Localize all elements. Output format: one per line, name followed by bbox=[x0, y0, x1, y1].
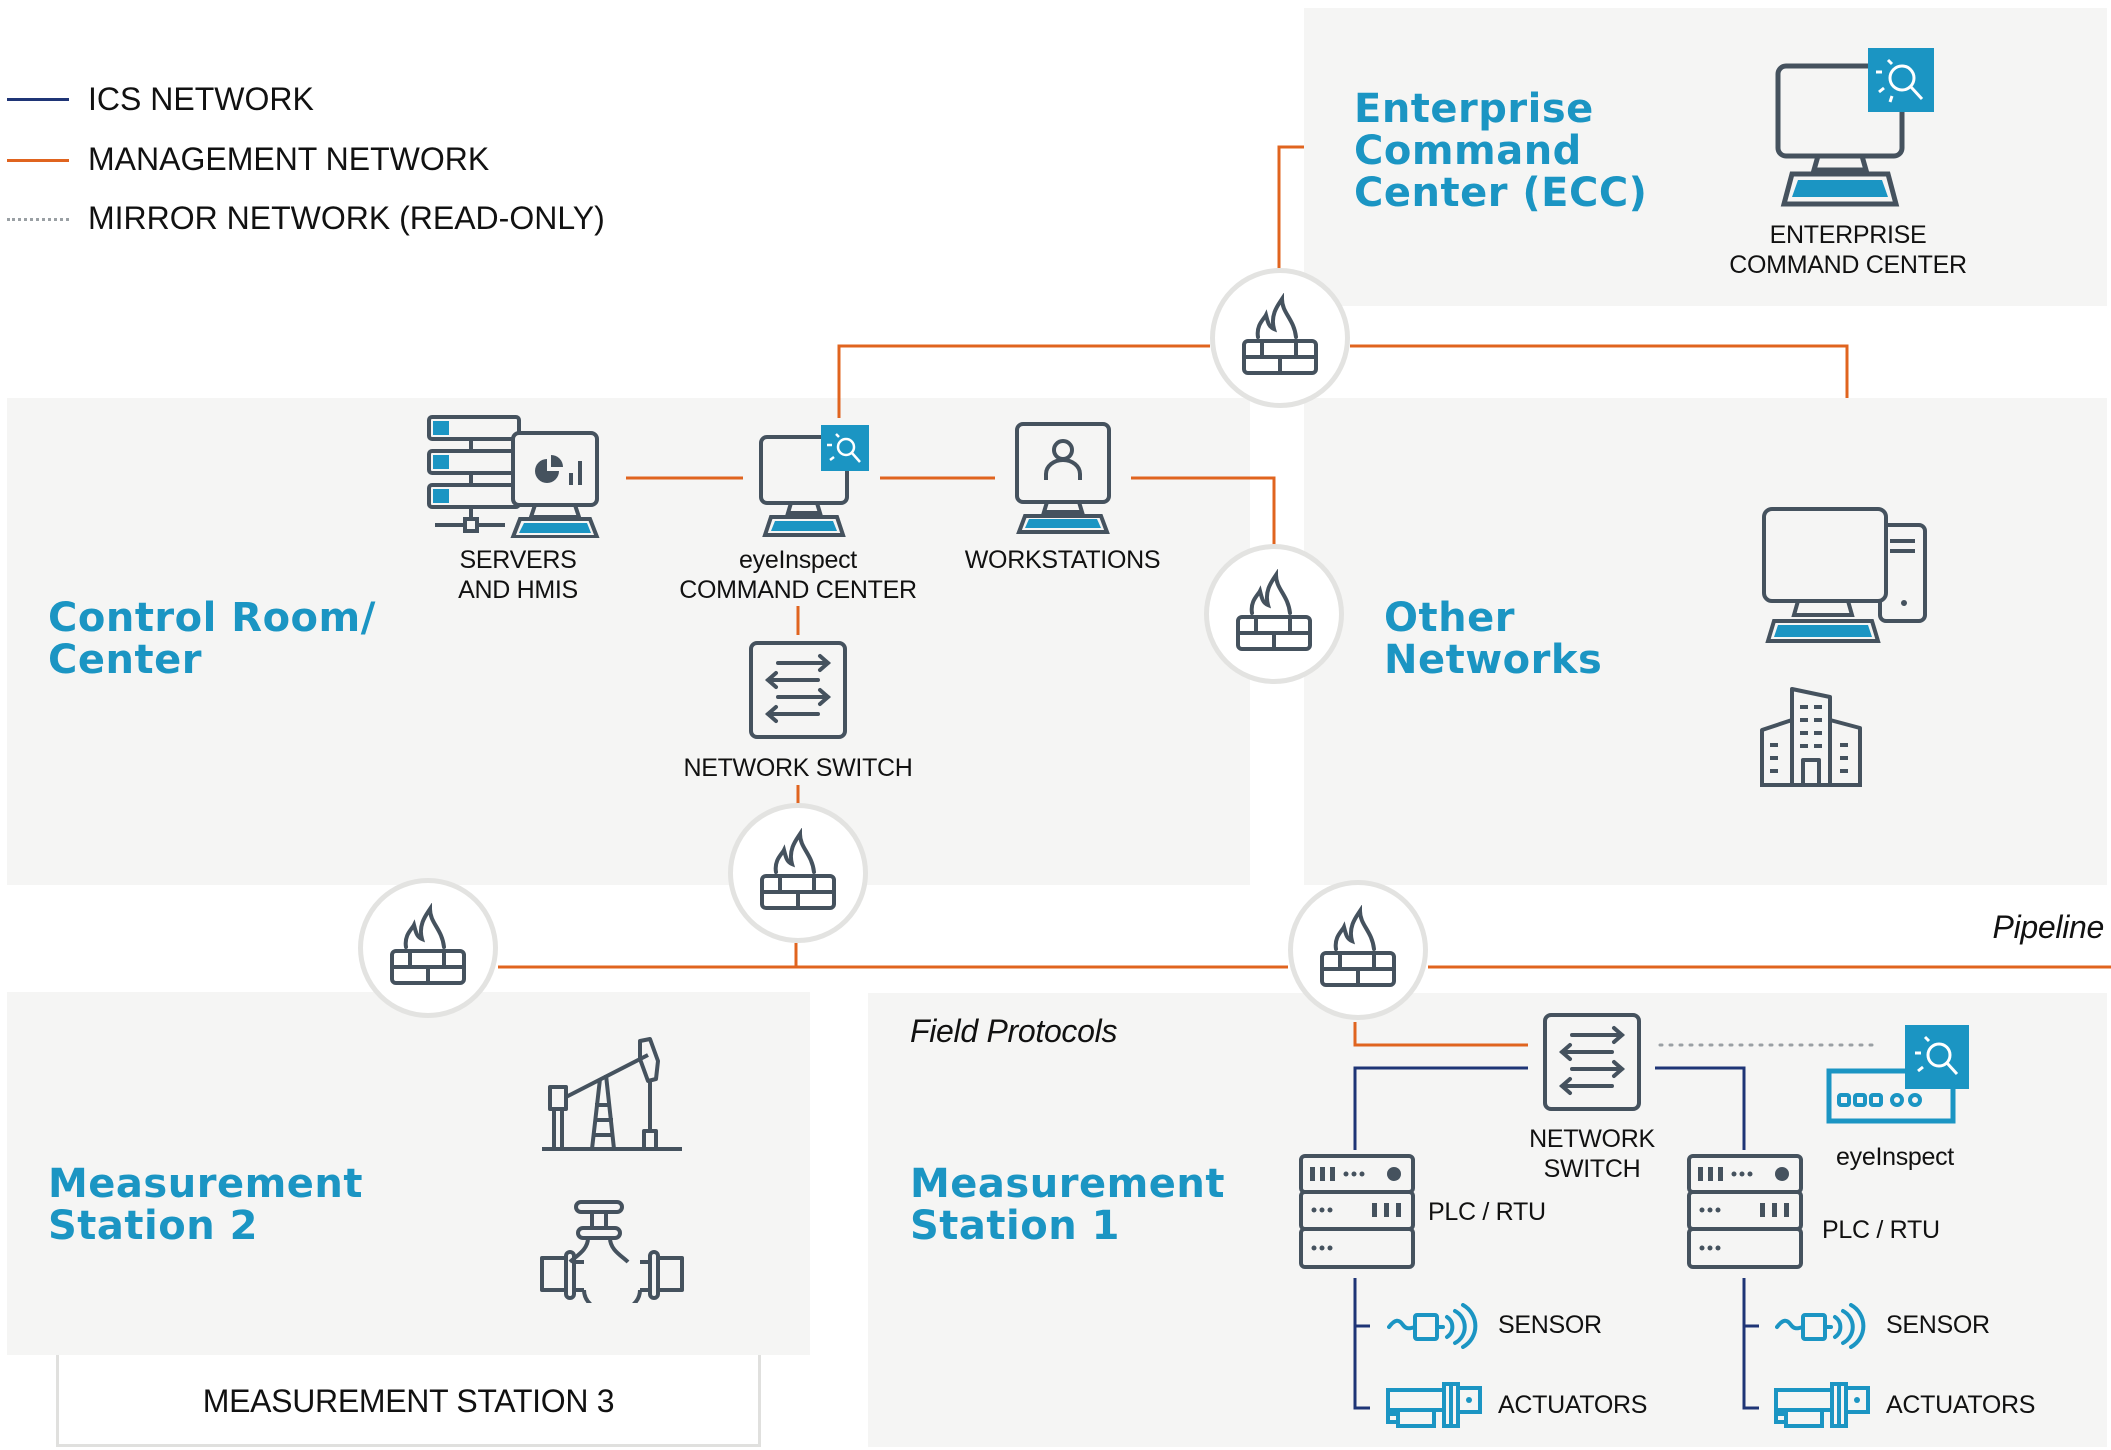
ecc-device-label: ENTERPRISE COMMAND CENTER bbox=[1698, 220, 1998, 280]
field-network-switch-label: NETWORK SWITCH bbox=[1492, 1124, 1692, 1184]
legend-ics-swatch bbox=[7, 98, 69, 101]
measurement-station-1-title: Measurement Station 1 bbox=[910, 1163, 1225, 1247]
actuators-right-label: ACTUATORS bbox=[1886, 1391, 2036, 1419]
network-switch-label: NETWORK SWITCH bbox=[648, 753, 948, 783]
ics-link-plc-left-devices bbox=[1353, 1278, 1370, 1410]
eyeinspect-command-center-icon[interactable] bbox=[755, 425, 875, 540]
plc-rtu-right-label: PLC / RTU bbox=[1822, 1216, 1940, 1244]
ecc-title: Enterprise Command Center (ECC) bbox=[1354, 88, 1647, 214]
ics-link-switch-plc-right bbox=[1655, 1066, 1746, 1150]
workstations-icon[interactable] bbox=[1009, 420, 1124, 535]
firewall-icon bbox=[390, 903, 466, 985]
control-room-title-line1: Control Room/ bbox=[48, 595, 376, 641]
mgmt-link-top-right bbox=[1350, 344, 1849, 398]
mgmt-link-ecc bbox=[1277, 145, 1304, 268]
actuator-left-icon[interactable] bbox=[1384, 1382, 1484, 1430]
legend-mirror-swatch bbox=[7, 218, 69, 221]
legend-management-label: MANAGEMENT NETWORK bbox=[88, 141, 490, 177]
mgmt-link-ws-fw bbox=[1131, 476, 1276, 545]
servers-hmi-label: SERVERS AND HMIS bbox=[418, 545, 618, 605]
plc-rtu-right-icon[interactable] bbox=[1686, 1153, 1806, 1273]
eyeinspect-sensor-label: eyeInspect bbox=[1836, 1143, 1954, 1171]
command-center-label-line2: COMMAND CENTER bbox=[679, 576, 917, 604]
legend-mirror-label: MIRROR NETWORK (READ-ONLY) bbox=[88, 200, 605, 236]
other-networks-title: Other Networks bbox=[1384, 597, 1602, 681]
sensor-right-icon[interactable] bbox=[1775, 1303, 1870, 1349]
ics-link-switch-plc-left bbox=[1353, 1066, 1528, 1150]
eyeinspect-command-center-label: eyeInspect COMMAND CENTER bbox=[668, 545, 928, 605]
enterprise-command-center-icon[interactable] bbox=[1770, 44, 1940, 212]
plc-rtu-left-icon[interactable] bbox=[1298, 1153, 1418, 1273]
ecc-title-line3: Center (ECC) bbox=[1354, 170, 1648, 216]
office-building-icon bbox=[1760, 687, 1862, 787]
firewall-ecc[interactable] bbox=[1210, 268, 1350, 408]
workstations-label-line1: WORKSTATIONS bbox=[964, 546, 1161, 574]
measurement-station-2-title: Measurement Station 2 bbox=[48, 1163, 363, 1247]
firewall-measurement-station-2[interactable] bbox=[358, 878, 498, 1018]
field-switch-label-line2: SWITCH bbox=[1543, 1155, 1641, 1183]
ecc-device-label-line2: COMMAND CENTER bbox=[1729, 251, 1967, 279]
servers-hmi-icon[interactable] bbox=[425, 413, 610, 538]
firewall-icon bbox=[1320, 905, 1396, 987]
ecc-device-label-line1: ENTERPRISE bbox=[1769, 221, 1927, 249]
ics-link-plc-right-devices bbox=[1742, 1278, 1759, 1410]
ecc-zone bbox=[1304, 8, 2107, 306]
sensor-left-label: SENSOR bbox=[1498, 1311, 1602, 1339]
field-network-switch-icon[interactable] bbox=[1542, 1012, 1642, 1112]
sensor-right-label: SENSOR bbox=[1886, 1311, 1990, 1339]
actuator-right-icon[interactable] bbox=[1772, 1382, 1872, 1430]
firewall-control-room[interactable] bbox=[728, 803, 868, 943]
control-room-title: Control Room/ Center bbox=[48, 597, 376, 681]
other-networks-title-line1: Other bbox=[1384, 595, 1515, 641]
mgmt-link-top-left bbox=[837, 344, 1210, 418]
legend-ics-label: ICS NETWORK bbox=[88, 81, 314, 117]
oil-pump-jack-icon bbox=[542, 1037, 682, 1151]
measurement-station-3-label: MEASUREMENT STATION 3 bbox=[202, 1383, 615, 1419]
legend-management-swatch bbox=[7, 159, 69, 162]
command-center-label-line1: eyeInspect bbox=[739, 546, 857, 574]
network-switch-label-line1: NETWORK SWITCH bbox=[683, 754, 913, 782]
firewall-measurement-station-1[interactable] bbox=[1288, 880, 1428, 1020]
firewall-icon bbox=[760, 828, 836, 910]
mgmt-link-fw-switch-ms1 bbox=[1353, 1022, 1528, 1047]
ms2-title-line2: Station 2 bbox=[48, 1203, 258, 1249]
pipeline-label: Pipeline bbox=[1992, 909, 2105, 945]
ms1-title-line1: Measurement bbox=[910, 1161, 1225, 1207]
ms2-title-line1: Measurement bbox=[48, 1161, 363, 1207]
firewall-other-networks[interactable] bbox=[1204, 544, 1344, 684]
firewall-icon bbox=[1236, 569, 1312, 651]
measurement-station-2-zone bbox=[7, 992, 810, 1355]
pipeline-valve-icon bbox=[540, 1200, 684, 1303]
servers-label-line2: AND HMIS bbox=[458, 576, 578, 604]
other-networks-zone bbox=[1304, 398, 2107, 885]
ms1-title-line2: Station 1 bbox=[910, 1203, 1120, 1249]
plc-rtu-left-label: PLC / RTU bbox=[1428, 1198, 1546, 1226]
network-switch-icon[interactable] bbox=[748, 640, 848, 740]
desktop-computer-icon bbox=[1762, 507, 1927, 643]
field-switch-label-line1: NETWORK bbox=[1529, 1125, 1655, 1153]
ecc-title-line1: Enterprise bbox=[1354, 86, 1594, 132]
eyeinspect-sensor-icon[interactable] bbox=[1825, 1025, 1973, 1125]
sensor-left-icon[interactable] bbox=[1387, 1303, 1482, 1349]
control-room-title-line2: Center bbox=[48, 637, 202, 683]
actuators-left-label: ACTUATORS bbox=[1498, 1391, 1648, 1419]
servers-label-line1: SERVERS bbox=[459, 546, 577, 574]
field-protocols-label: Field Protocols bbox=[910, 1013, 1118, 1049]
measurement-station-3-zone bbox=[56, 1355, 761, 1447]
firewall-icon bbox=[1242, 293, 1318, 375]
ecc-title-line2: Command bbox=[1354, 128, 1582, 174]
other-networks-title-line2: Networks bbox=[1384, 637, 1603, 683]
workstations-label: WORKSTATIONS bbox=[950, 545, 1175, 575]
